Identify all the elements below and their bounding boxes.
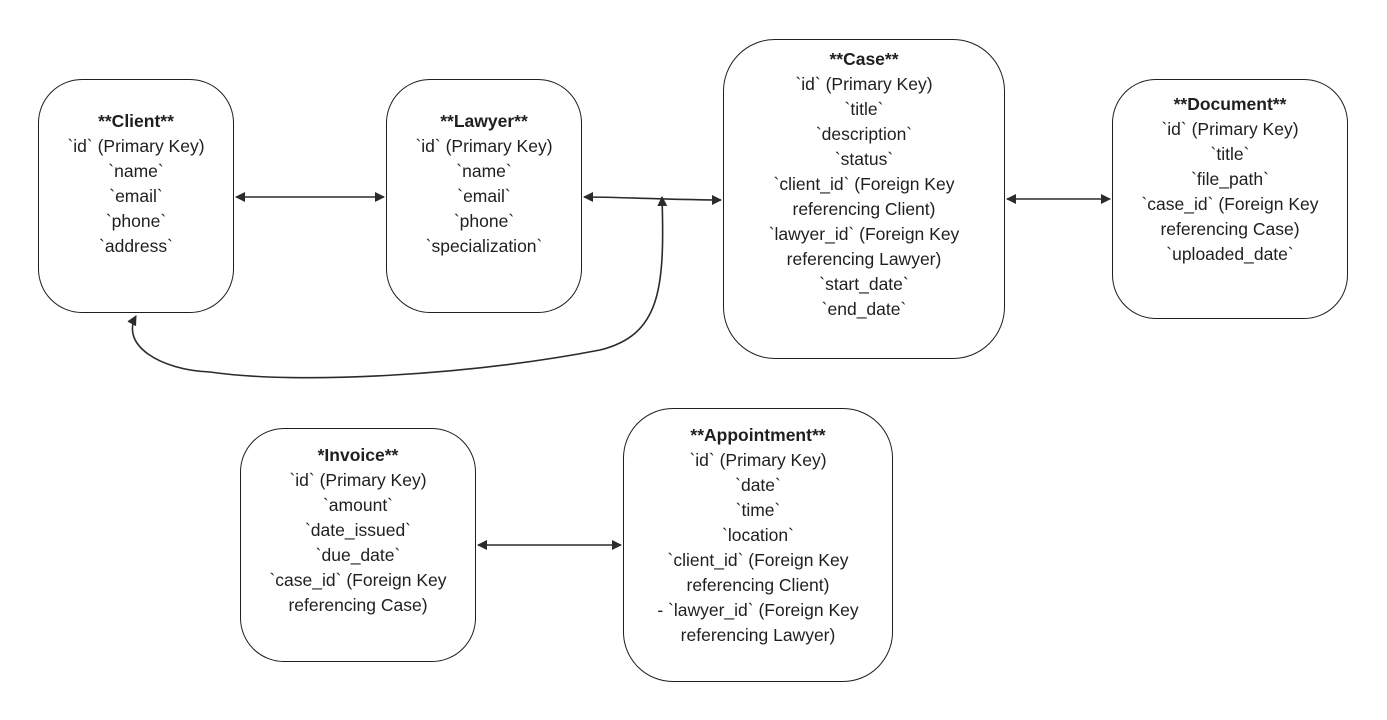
client-field: `name`: [108, 161, 164, 181]
lawyer-title: **Lawyer**: [440, 111, 528, 131]
case-entity[interactable]: **Case** `id` (Primary Key) `title` `des…: [723, 39, 1005, 359]
lawyer-field: `name`: [456, 161, 512, 181]
case-field: `start_date`: [819, 273, 909, 294]
client-entity[interactable]: **Client** `id` (Primary Key) `name` `em…: [38, 79, 234, 313]
document-title: **Document**: [1173, 93, 1287, 114]
case-field: `title`: [844, 98, 884, 119]
appointment-title: **Appointment**: [690, 424, 826, 445]
document-field: `uploaded_date`: [1166, 243, 1294, 264]
invoice-entity[interactable]: *Invoice** `id` (Primary Key) `amount` `…: [240, 428, 476, 662]
document-field: referencing Case): [1160, 218, 1300, 239]
appointment-field: - `lawyer_id` (Foreign Key: [657, 599, 859, 620]
invoice-field: `case_id` (Foreign Key: [269, 569, 447, 590]
document-field: `id` (Primary Key): [1161, 118, 1299, 139]
appointment-field: referencing Lawyer): [680, 624, 836, 645]
client-title: **Client**: [98, 111, 174, 131]
case-field: `id` (Primary Key): [795, 73, 933, 94]
appointment-entity[interactable]: **Appointment** `id` (Primary Key) `date…: [623, 408, 893, 682]
appointment-field: `date`: [735, 474, 781, 495]
client-field: `id` (Primary Key): [67, 136, 205, 156]
case-title: **Case**: [829, 48, 899, 69]
case-field: `end_date`: [821, 298, 907, 319]
client-lawyer-curved-link[interactable]: [127, 196, 668, 379]
lawyer-case-link[interactable]: [583, 192, 722, 205]
client-field: `email`: [109, 186, 163, 206]
appointment-field: `client_id` (Foreign Key: [667, 549, 849, 570]
document-field: `title`: [1210, 143, 1250, 164]
invoice-field: referencing Case): [288, 594, 428, 615]
lawyer-field: `phone`: [453, 211, 515, 231]
client-field: `phone`: [105, 211, 167, 231]
lawyer-field: `email`: [457, 186, 511, 206]
appointment-field: `time`: [735, 499, 781, 520]
case-field: `status`: [834, 148, 894, 169]
client-field: `address`: [99, 236, 173, 256]
case-field: referencing Lawyer): [786, 248, 942, 269]
document-field: `file_path`: [1191, 168, 1269, 189]
invoice-field: `date_issued`: [304, 519, 412, 540]
case-field: `client_id` (Foreign Key: [773, 173, 955, 194]
lawyer-field: `specialization`: [425, 236, 543, 256]
appointment-field: `id` (Primary Key): [689, 449, 827, 470]
lawyer-field: `id` (Primary Key): [415, 136, 553, 156]
case-field: `description`: [815, 123, 913, 144]
case-field: referencing Client): [792, 198, 936, 219]
appointment-field: `location`: [722, 524, 794, 545]
appointment-field: referencing Client): [686, 574, 830, 595]
invoice-title: *Invoice**: [317, 444, 399, 465]
invoice-field: `id` (Primary Key): [289, 469, 427, 490]
invoice-field: `due_date`: [315, 544, 401, 565]
lawyer-entity[interactable]: **Lawyer** `id` (Primary Key) `name` `em…: [386, 79, 582, 313]
invoice-field: `amount`: [322, 494, 394, 515]
case-field: `lawyer_id` (Foreign Key: [768, 223, 960, 244]
document-field: `case_id` (Foreign Key: [1141, 193, 1319, 214]
document-entity[interactable]: **Document** `id` (Primary Key) `title` …: [1112, 79, 1348, 319]
